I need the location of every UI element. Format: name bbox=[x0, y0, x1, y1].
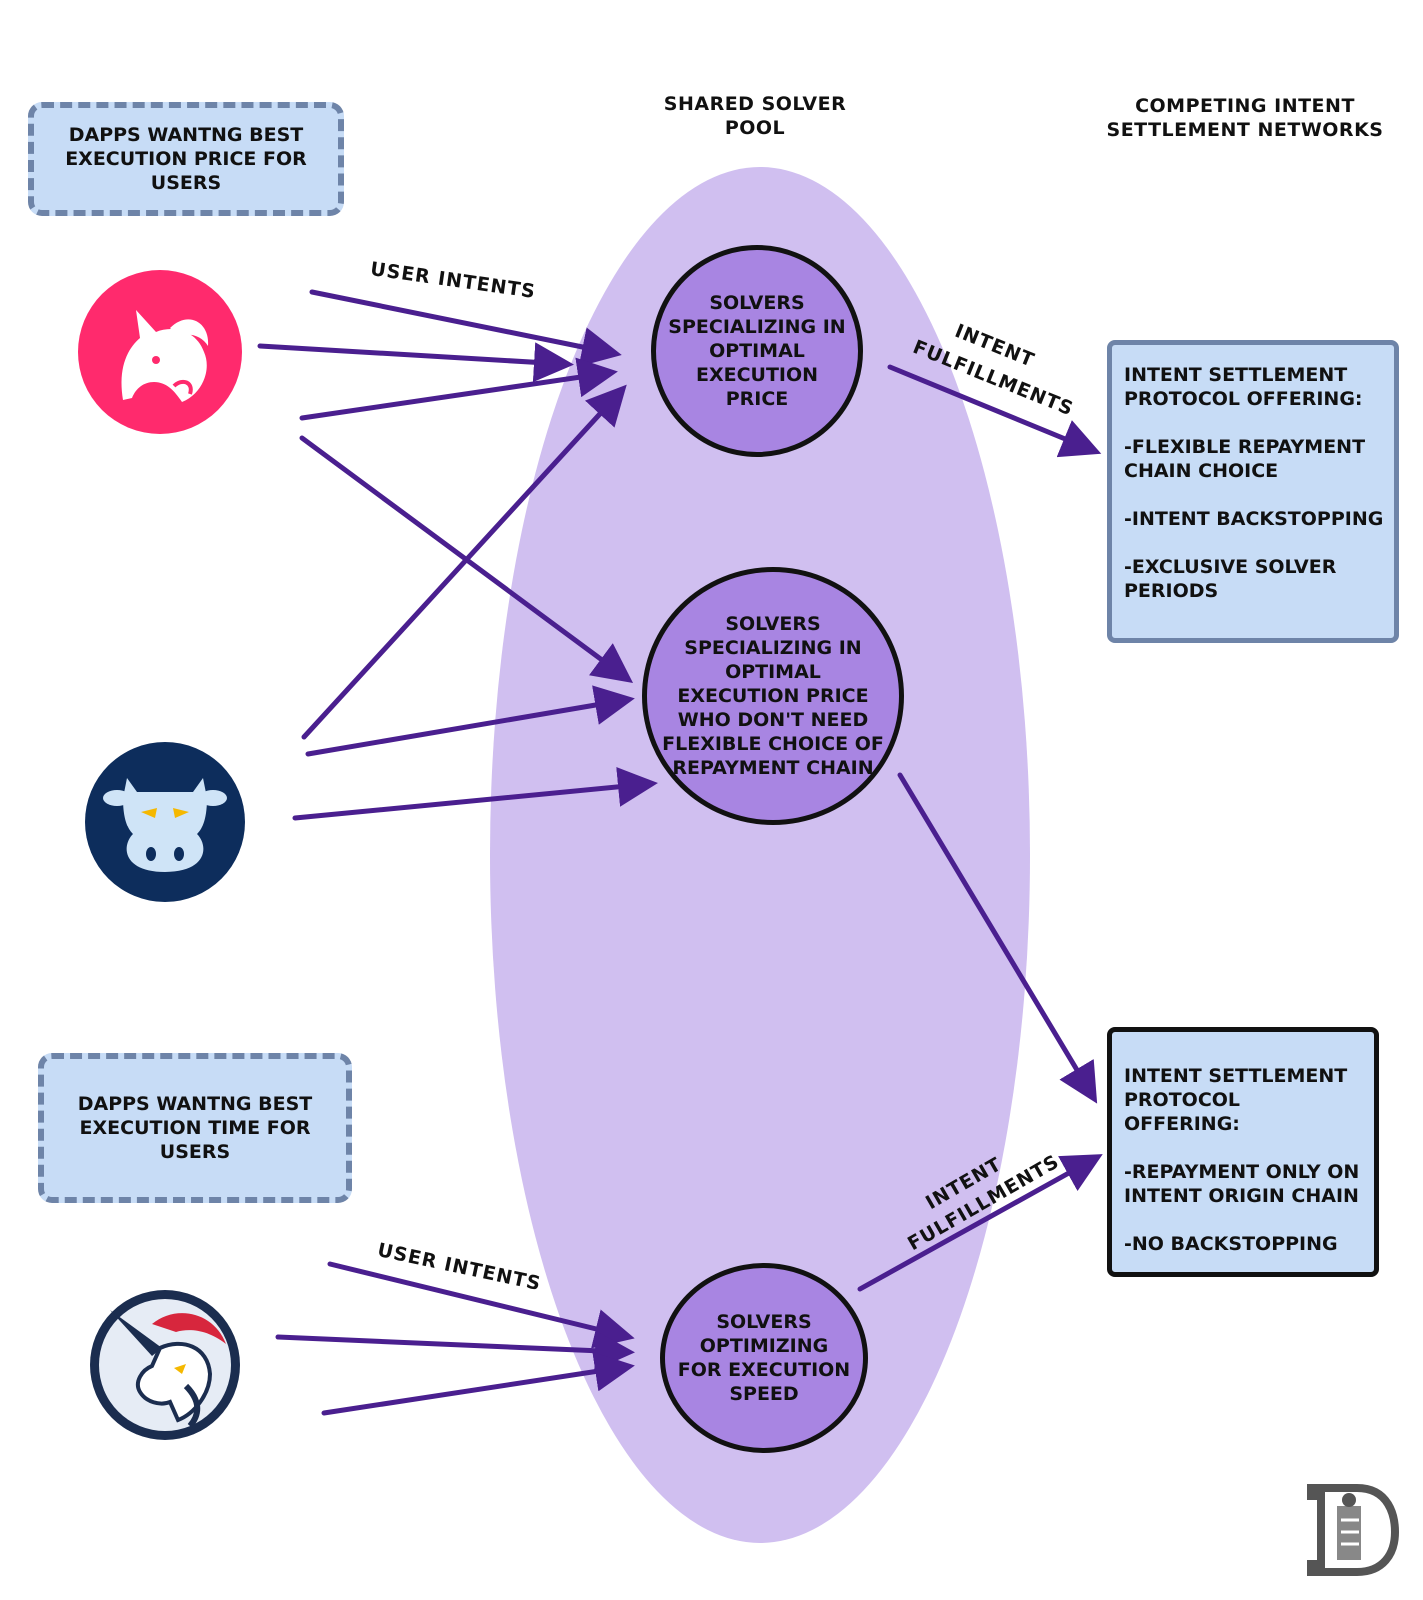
arrow-fulfill-price-to-top bbox=[887, 364, 1102, 458]
solver-circle-price-no-repay: SOLVERS SPECIALIZING IN OPTIMAL EXECUTIO… bbox=[642, 567, 904, 825]
arrow-fulfill-speed-to-bottom bbox=[857, 1154, 1103, 1292]
network-top-item: -FLEXIBLE REPAYMENT CHAIN CHOICE bbox=[1124, 436, 1366, 482]
arrow-horse-speed-2 bbox=[275, 1330, 635, 1371]
network-bottom-item: -NO BACKSTOPPING bbox=[1124, 1233, 1338, 1255]
solver-circle-price-text: SOLVERS SPECIALIZING IN OPTIMAL EXECUTIO… bbox=[668, 292, 846, 410]
network-box-bottom: INTENT SETTLEMENT PROTOCOL OFFERING: -RE… bbox=[1107, 1027, 1379, 1277]
arrow-cow-price bbox=[301, 384, 627, 740]
horse-glyph-icon bbox=[99, 1299, 231, 1431]
arrow-uni-norepay bbox=[299, 435, 634, 683]
unicorn-glyph-icon bbox=[121, 310, 209, 402]
network-top-item: -EXCLUSIVE SOLVER PERIODS bbox=[1124, 556, 1337, 602]
publisher-seal-icon bbox=[1305, 1480, 1401, 1576]
shared-pool-header: SHARED SOLVER POOL bbox=[663, 93, 847, 139]
cow-glyph-icon bbox=[103, 778, 227, 872]
arrow-horse-speed-1 bbox=[327, 1261, 635, 1349]
competing-networks-header: COMPETING INTENT SETTLEMENT NETWORKS bbox=[1106, 95, 1384, 141]
arrow-uni-price-1 bbox=[309, 289, 622, 367]
solver-circle-price: SOLVERS SPECIALIZING IN OPTIMAL EXECUTIO… bbox=[651, 245, 863, 457]
network-bottom-heading: INTENT SETTLEMENT PROTOCOL OFFERING: bbox=[1124, 1065, 1348, 1135]
arrow-uni-price-2 bbox=[257, 342, 574, 383]
network-box-top: INTENT SETTLEMENT PROTOCOL OFFERING: -FL… bbox=[1107, 340, 1399, 643]
group-box-time: DAPPS WANTNG BEST EXECUTION TIME FOR USE… bbox=[38, 1053, 352, 1203]
solver-circle-price-no-repay-text: SOLVERS SPECIALIZING IN OPTIMAL EXECUTIO… bbox=[662, 613, 884, 779]
network-bottom-item: -REPAYMENT ONLY ON INTENT ORIGIN CHAIN bbox=[1124, 1161, 1360, 1207]
seal-glyph-icon bbox=[1307, 1484, 1400, 1576]
solver-circle-speed: SOLVERS OPTIMIZING FOR EXECUTION SPEED bbox=[660, 1263, 868, 1453]
solver-circle-speed-text: SOLVERS OPTIMIZING FOR EXECUTION SPEED bbox=[677, 1311, 851, 1405]
arrow-fulfill-norepay-to-bottom bbox=[897, 772, 1098, 1104]
network-top-item: -INTENT BACKSTOPPING bbox=[1124, 508, 1384, 530]
arrow-cow-norepay-2 bbox=[292, 766, 658, 821]
group-box-price-text: DAPPS WANTNG BEST EXECUTION PRICE FOR US… bbox=[65, 124, 307, 194]
unicorn-logo-icon bbox=[78, 270, 242, 434]
horned-horse-logo-icon bbox=[90, 1290, 240, 1440]
arrow-uni-price-3 bbox=[299, 357, 618, 421]
arrow-horse-speed-3 bbox=[321, 1351, 635, 1416]
cow-logo-icon bbox=[85, 742, 245, 902]
shared-solver-pool bbox=[490, 167, 1030, 1543]
network-top-heading: INTENT SETTLEMENT PROTOCOL OFFERING: bbox=[1124, 364, 1363, 410]
group-box-price: DAPPS WANTNG BEST EXECUTION PRICE FOR US… bbox=[28, 102, 344, 216]
arrow-cow-norepay-1 bbox=[305, 685, 635, 757]
group-box-time-text: DAPPS WANTNG BEST EXECUTION TIME FOR USE… bbox=[77, 1093, 313, 1163]
